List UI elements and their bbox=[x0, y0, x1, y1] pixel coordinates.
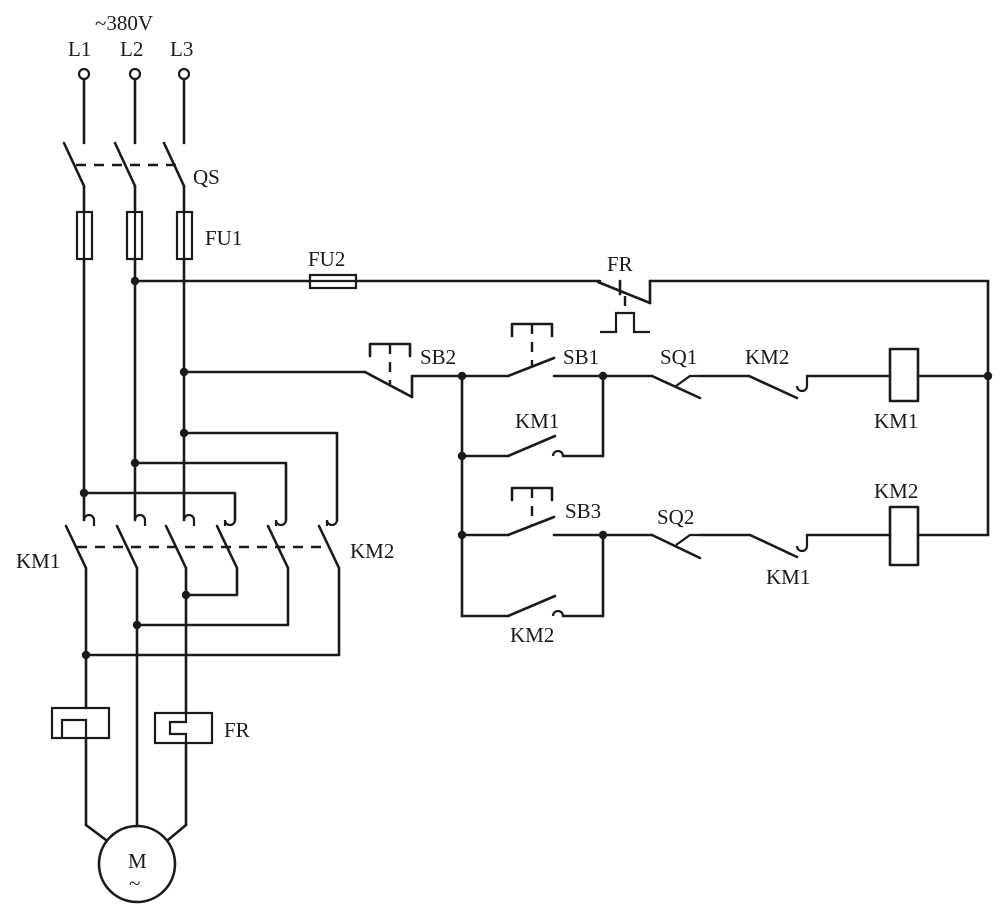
km1-main-label: KM1 bbox=[16, 549, 60, 573]
rung-2 bbox=[460, 486, 990, 618]
sb3-label: SB3 bbox=[565, 499, 601, 523]
km2-taps bbox=[82, 431, 339, 522]
fr-relay-label: FR bbox=[224, 718, 250, 742]
sb1-label: SB1 bbox=[563, 345, 599, 369]
motor bbox=[84, 823, 188, 904]
motor-label: M bbox=[128, 849, 147, 873]
main-contactors bbox=[64, 513, 341, 570]
fu1-label: FU1 bbox=[205, 226, 242, 250]
qs-switch bbox=[62, 141, 186, 214]
motor-ac-label: ~ bbox=[129, 871, 140, 895]
qs-label: QS bbox=[193, 165, 220, 189]
phase-label-l2: L2 bbox=[120, 37, 143, 61]
fr-thermal-elements bbox=[50, 706, 214, 827]
km2-coil-label: KM2 bbox=[874, 479, 918, 503]
rung-1 bbox=[182, 322, 990, 403]
fr-contact-label: FR bbox=[607, 252, 633, 276]
sb2-label: SB2 bbox=[420, 345, 456, 369]
phase-label-l3: L3 bbox=[170, 37, 193, 61]
km2-hold-label: KM2 bbox=[510, 623, 554, 647]
control-junctions bbox=[457, 371, 993, 540]
km2-main-label: KM2 bbox=[350, 539, 394, 563]
fu2-and-fr-contact bbox=[133, 273, 990, 537]
fu1-fuses bbox=[75, 210, 194, 261]
km1-hold-label: KM1 bbox=[515, 409, 559, 433]
phase-label-l1: L1 bbox=[68, 37, 91, 61]
supply-terminals bbox=[77, 67, 191, 145]
sq1-label: SQ1 bbox=[660, 345, 697, 369]
sq2-label: SQ2 bbox=[657, 505, 694, 529]
main-phase-lines bbox=[82, 257, 186, 522]
fu2-label: FU2 bbox=[308, 247, 345, 271]
km1-coil-label: KM1 bbox=[874, 409, 918, 433]
km1-holding-branch bbox=[460, 374, 605, 618]
km1-interlock-bottom-label: KM1 bbox=[766, 565, 810, 589]
power-junctions bbox=[79, 276, 191, 660]
load-lines bbox=[84, 566, 341, 827]
supply-voltage-label: ~380V bbox=[95, 11, 153, 35]
km2-interlock-top-label: KM2 bbox=[745, 345, 789, 369]
